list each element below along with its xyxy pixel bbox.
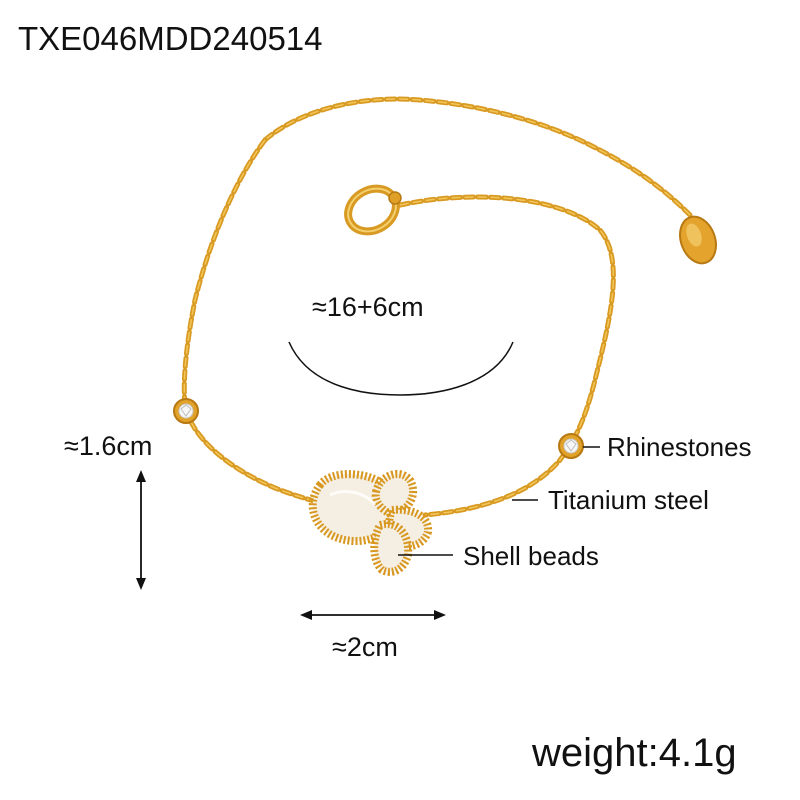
rhinestone-right (558, 433, 584, 459)
shell-beads-label: Shell beads (463, 541, 599, 571)
width-arrow (300, 610, 446, 620)
length-arc (288, 341, 514, 396)
rhinestones-label: Rhinestones (607, 432, 752, 462)
titanium-steel-label: Titanium steel (548, 485, 709, 515)
right-chain (397, 194, 616, 518)
butterfly-pendant (308, 470, 433, 576)
height-label: ≈1.6cm (64, 431, 153, 461)
rhinestone-left (173, 398, 199, 424)
lobster-clasp (344, 184, 402, 236)
weight-label: weight:4.1g (532, 731, 737, 775)
height-arrow (136, 470, 146, 590)
length-label: ≈16+6cm (312, 292, 424, 322)
product-code: TXE046MDD240514 (18, 20, 323, 57)
left-chain (181, 137, 321, 505)
width-label: ≈2cm (332, 632, 398, 662)
